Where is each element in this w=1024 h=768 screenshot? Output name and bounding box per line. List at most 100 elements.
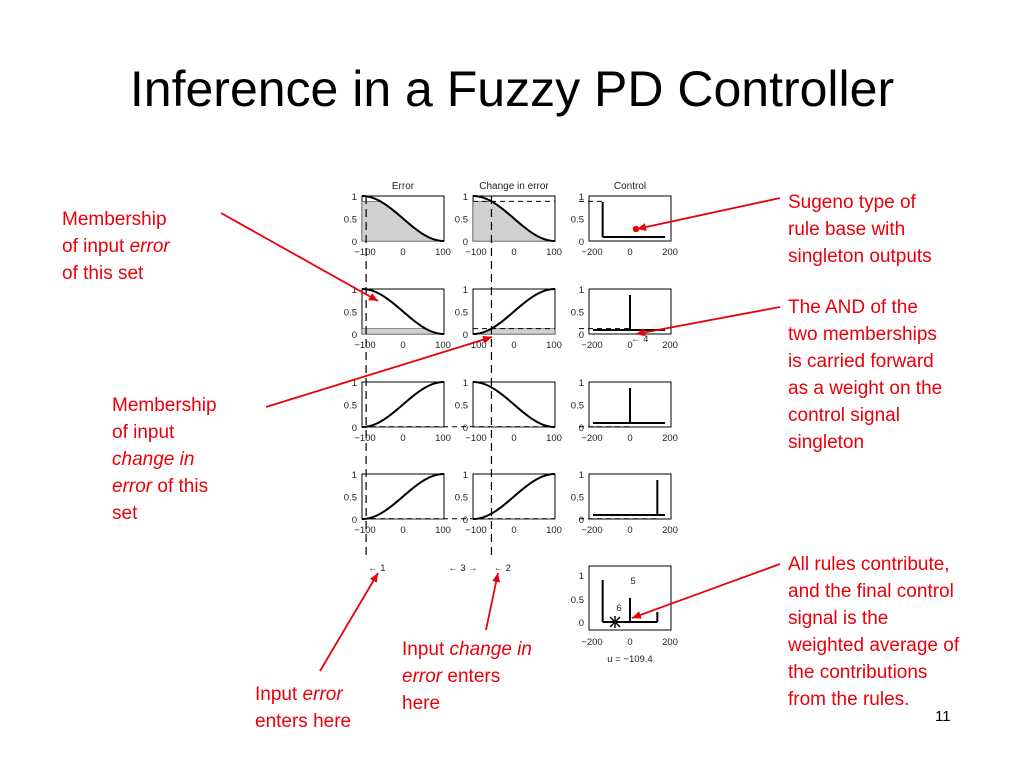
annotation-text: All rules contribute,	[788, 554, 950, 575]
note-input-error: Input error enters here	[255, 681, 351, 735]
arrow-membership-error	[220, 212, 379, 302]
x-tick-label: 0	[627, 525, 632, 536]
annotation-text: is carried forward	[788, 351, 934, 372]
arrow-all-rules	[631, 563, 781, 619]
error-membership-curve	[361, 288, 445, 335]
y-tick-label: 0.5	[571, 595, 584, 606]
x-tick-label: 0	[627, 247, 632, 258]
arrow-sugeno	[636, 197, 781, 232]
x-tick-label: 0	[627, 340, 632, 351]
y-tick-label: 0	[579, 330, 584, 341]
column-title: Change in error	[479, 181, 549, 192]
weight-marker-label: ← 4	[631, 334, 648, 345]
note-input-error-line: Input error	[255, 681, 351, 708]
annotation-text: enters	[442, 666, 501, 687]
note-sugeno-rule-base-line: Sugeno type of	[788, 189, 932, 216]
annotation-text: of input	[62, 236, 130, 257]
y-tick-label: 1	[352, 470, 357, 481]
control-plot-frame	[588, 473, 672, 520]
x-tick-label: −200	[581, 340, 602, 351]
change-membership-curve	[472, 288, 556, 335]
y-tick-label: 0	[579, 423, 584, 434]
x-tick-label: 100	[435, 340, 451, 351]
y-tick-label: 0.5	[571, 215, 584, 226]
annotation-text: error	[302, 684, 343, 705]
y-tick-label: 0.5	[344, 401, 357, 412]
y-tick-label: 0.5	[571, 493, 584, 504]
x-tick-label: 0	[627, 433, 632, 444]
x-tick-label: −100	[354, 340, 375, 351]
y-tick-label: 0	[463, 423, 468, 434]
note-membership-error-line: of input error	[62, 233, 170, 260]
x-tick-label: −100	[465, 247, 486, 258]
result-asterisk	[609, 616, 621, 628]
y-tick-label: 0.5	[455, 401, 468, 412]
annotation-text: Membership	[62, 209, 167, 230]
x-tick-label: 100	[435, 247, 451, 258]
annotation-text: enters here	[255, 711, 352, 732]
x-tick-label: 100	[546, 433, 562, 444]
x-tick-label: 0	[400, 433, 405, 444]
x-tick-label: −100	[465, 433, 486, 444]
x-tick-label: 100	[546, 340, 562, 351]
y-tick-label: 1	[579, 285, 584, 296]
note-and-weight-line: singleton	[788, 429, 942, 456]
note-and-weight-line: as a weight on the	[788, 375, 942, 402]
x-tick-label: −200	[581, 247, 602, 258]
note-all-rules-contribute-line: signal is the	[788, 605, 959, 632]
y-tick-label: 0	[352, 423, 357, 434]
x-tick-label: 0	[511, 525, 516, 536]
error-membership-curve	[361, 473, 445, 520]
annotation-text: error	[112, 476, 153, 497]
y-tick-label: 1	[579, 571, 584, 582]
y-tick-label: 0.5	[571, 401, 584, 412]
x-tick-label: −100	[354, 433, 375, 444]
x-tick-label: 100	[435, 525, 451, 536]
note-membership-error-line: of this set	[62, 260, 170, 287]
note-and-weight-line: control signal	[788, 402, 942, 429]
note-and-weight-line: The AND of the	[788, 294, 942, 321]
column-title: Control	[614, 181, 646, 192]
annotation-text: from the rules.	[788, 689, 910, 710]
change-membership-curve	[472, 473, 556, 520]
x-tick-label: 100	[435, 433, 451, 444]
annotation-text: Input	[255, 684, 303, 705]
y-tick-label: 1	[463, 470, 468, 481]
y-tick-label: 1	[463, 378, 468, 389]
x-tick-label: −100	[354, 247, 375, 258]
annotation-text: change in	[112, 449, 195, 470]
slide-title: Inference in a Fuzzy PD Controller	[129, 61, 895, 117]
arrow-input-change	[485, 572, 501, 631]
note-sugeno-rule-base-line: rule base with	[788, 216, 932, 243]
result-label-5: 5	[630, 576, 635, 587]
note-all-rules-contribute-line: the contributions	[788, 659, 959, 686]
annotation-text: The AND of the	[788, 297, 918, 318]
annotation-text: control signal	[788, 405, 900, 426]
x-tick-label: 200	[662, 433, 678, 444]
x-tick-label: −100	[465, 525, 486, 536]
y-tick-label: 0.5	[571, 308, 584, 319]
y-tick-label: 0	[463, 515, 468, 526]
annotation-text: of this	[152, 476, 209, 497]
note-all-rules-contribute-line: from the rules.	[788, 686, 959, 713]
x-tick-label: −100	[465, 340, 486, 351]
note-and-weight-line: two memberships	[788, 321, 942, 348]
y-tick-label: 0	[579, 618, 584, 629]
sugeno-marker-dot	[632, 225, 640, 233]
between-label: ← 3 →	[448, 563, 478, 574]
annotation-text: singleton outputs	[788, 246, 932, 267]
y-tick-label: 1	[463, 285, 468, 296]
y-tick-label: 0	[352, 237, 357, 248]
control-plot-frame	[588, 195, 672, 242]
x-tick-label: −200	[581, 433, 602, 444]
page-number: 11	[935, 708, 951, 725]
y-tick-label: 0	[352, 515, 357, 526]
y-tick-label: 0	[579, 237, 584, 248]
note-all-rules-contribute-line: and the final control	[788, 578, 959, 605]
note-membership-change-in-error-line: set	[112, 500, 217, 527]
annotation-text: of input	[112, 422, 175, 443]
y-tick-label: 1	[579, 378, 584, 389]
note-input-change-in-error-line: here	[402, 690, 532, 717]
